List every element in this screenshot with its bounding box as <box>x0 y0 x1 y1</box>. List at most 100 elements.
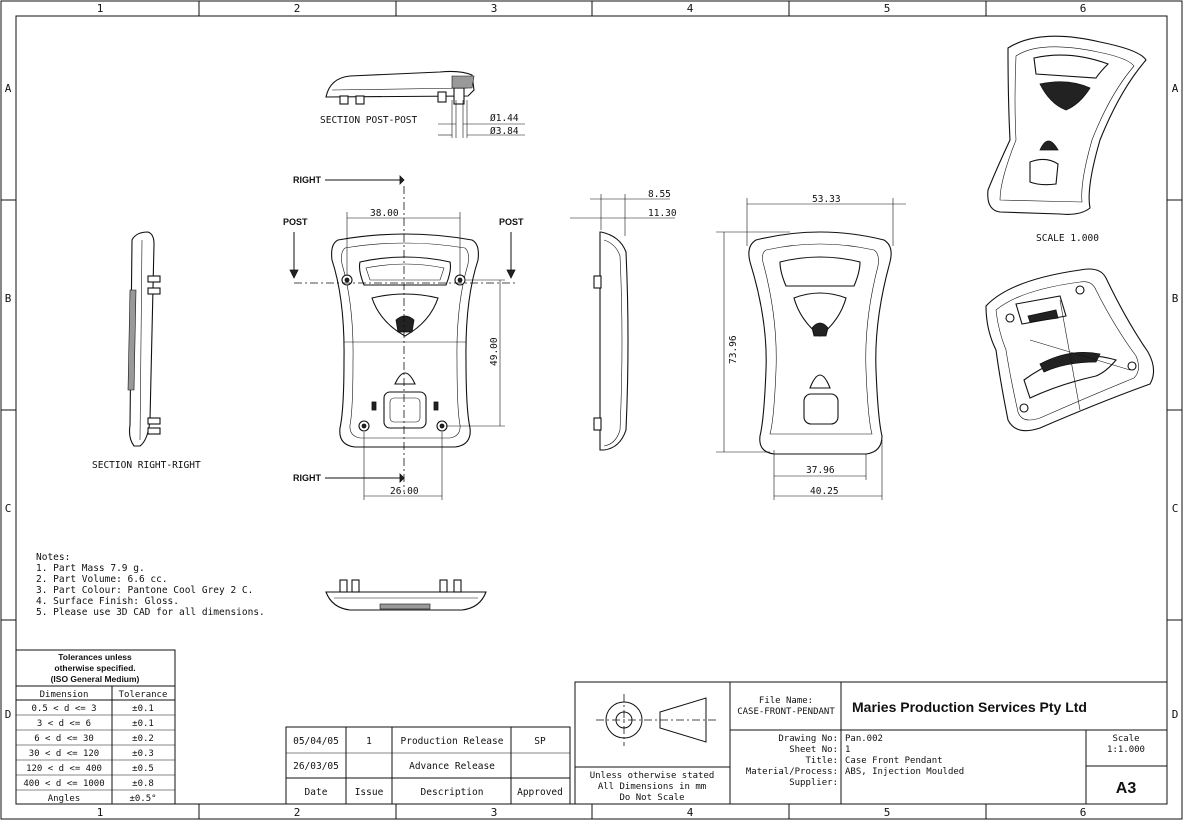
dim-rear-height: 73.96 <box>728 335 739 364</box>
tol-row-4-dim: 30 < d <= 120 <box>29 749 99 759</box>
bottom-view <box>325 579 487 611</box>
projection-block: Unless otherwise stated All Dimensions i… <box>574 681 731 805</box>
side-view: 8.55 11.30 <box>570 189 677 451</box>
tol-title-2: otherwise specified. <box>54 663 135 673</box>
dim-rear-bottom-a: 37.96 <box>806 465 835 476</box>
zone-row-b-left: B <box>5 292 12 305</box>
dim-hole-small: Ø1.44 <box>490 113 519 124</box>
zone-col-5-bottom: 5 <box>884 806 891 819</box>
zone-col-4-top: 4 <box>687 2 694 15</box>
value-sheet-no: 1 <box>845 745 850 755</box>
zone-col-6-top: 6 <box>1080 2 1087 15</box>
zone-col-4-bottom: 4 <box>687 806 694 819</box>
zone-row-b-right: B <box>1172 292 1179 305</box>
rev-row-1-desc: Production Release <box>401 736 504 747</box>
dim-post-height: 49.00 <box>489 337 500 366</box>
tol-row-2-tol: ±0.1 <box>132 719 154 729</box>
section-right-label: SECTION RIGHT-RIGHT <box>92 460 201 471</box>
zone-col-2-top: 2 <box>294 2 301 15</box>
zone-col-2-bottom: 2 <box>294 806 301 819</box>
rear-view: 53.33 73.96 37.96 40.25 <box>716 194 906 500</box>
dim-post-span: 38.00 <box>370 208 399 219</box>
projection-note-1: Unless otherwise stated <box>590 771 715 781</box>
tol-header-tolerance: Tolerance <box>119 690 168 700</box>
section-right-view: SECTION RIGHT-RIGHT <box>92 231 201 471</box>
tol-row-2-dim: 3 < d <= 6 <box>37 719 91 729</box>
zone-row-d-left: D <box>5 708 12 721</box>
tol-row-3-dim: 6 < d <= 30 <box>34 734 94 744</box>
company-name: Maries Production Services Pty Ltd <box>852 699 1087 715</box>
rev-row-1-date: 05/04/05 <box>293 736 339 747</box>
dim-rear-width: 53.33 <box>812 194 841 205</box>
label-supplier: Supplier: <box>789 778 838 788</box>
file-name-label: File Name: <box>759 696 813 706</box>
tol-row-4-tol: ±0.3 <box>132 749 154 759</box>
dim-side-a: 8.55 <box>648 189 671 200</box>
sheet-size: A3 <box>1116 780 1137 797</box>
value-drawing-no: Pan.002 <box>845 734 883 744</box>
tol-row-6-tol: ±0.8 <box>132 779 154 789</box>
tol-title-1: Tolerances unless <box>58 652 132 662</box>
label-drawing-no: Drawing No: <box>778 734 838 744</box>
tol-row-1-dim: 0.5 < d <= 3 <box>31 704 96 714</box>
rev-row-2-desc: Advance Release <box>409 761 495 772</box>
dim-side-b: 11.30 <box>648 208 677 219</box>
value-material: ABS, Injection Moulded <box>845 767 964 777</box>
zone-row-a-right: A <box>1172 82 1179 95</box>
file-name-value: CASE-FRONT-PENDANT <box>737 707 835 717</box>
zone-row-c-right: C <box>1172 502 1179 515</box>
zone-row-d-right: D <box>1172 708 1179 721</box>
tol-row-3-tol: ±0.2 <box>132 734 154 744</box>
dim-rear-bottom-b: 40.25 <box>810 486 839 497</box>
value-title: Case Front Pendant <box>845 756 943 766</box>
zone-col-5-top: 5 <box>884 2 891 15</box>
scale-label: Scale <box>1112 734 1139 744</box>
title-block: File Name: CASE-FRONT-PENDANT Maries Pro… <box>729 681 1168 805</box>
zone-row-a-left: A <box>5 82 12 95</box>
revision-table: 05/04/05 1 Production Release SP 26/03/0… <box>285 726 571 805</box>
callout-right-bottom: RIGHT <box>293 473 322 483</box>
tol-row-7-dim: Angles <box>48 794 81 804</box>
note-5: 5. Please use 3D CAD for all dimensions. <box>36 607 265 618</box>
iso-view-front: SCALE 1.000 <box>987 35 1147 244</box>
note-1: 1. Part Mass 7.9 g. <box>36 563 145 574</box>
tol-header-dimension: Dimension <box>40 690 89 700</box>
zone-row-c-left: C <box>5 502 12 515</box>
label-title: Title: <box>805 756 838 766</box>
tol-row-1-tol: ±0.1 <box>132 704 154 714</box>
section-post-view: SECTION POST-POST Ø1.44 Ø3.84 <box>320 70 525 138</box>
rev-header-description: Description <box>421 787 484 798</box>
rev-row-1-issue: 1 <box>366 736 372 747</box>
zone-col-3-top: 3 <box>491 2 498 15</box>
rev-header-date: Date <box>305 787 328 798</box>
zone-col-3-bottom: 3 <box>491 806 498 819</box>
iso-scale-label: SCALE 1.000 <box>1036 233 1099 244</box>
scale-value: 1:1.000 <box>1107 745 1145 755</box>
zone-col-1-top: 1 <box>97 2 104 15</box>
dim-hole-large: Ø3.84 <box>490 126 519 137</box>
zone-col-1-bottom: 1 <box>97 806 104 819</box>
callout-right-top: RIGHT <box>293 175 322 185</box>
sheet-inner-border <box>15 15 1168 805</box>
note-4: 4. Surface Finish: Gloss. <box>36 596 179 607</box>
rev-row-1-approved: SP <box>534 736 546 747</box>
iso-view-back <box>985 268 1155 432</box>
callout-post-left: POST <box>283 217 308 227</box>
callout-post-right: POST <box>499 217 524 227</box>
rev-header-issue: Issue <box>355 787 384 798</box>
notes-block: Notes: 1. Part Mass 7.9 g. 2. Part Volum… <box>36 552 265 618</box>
tol-row-5-dim: 120 < d <= 400 <box>26 764 102 774</box>
projection-note-3: Do Not Scale <box>619 793 684 803</box>
dim-bottom-span: 26.00 <box>390 486 419 497</box>
note-3: 3. Part Colour: Pantone Cool Grey 2 C. <box>36 585 253 596</box>
tol-row-5-tol: ±0.5 <box>132 764 154 774</box>
front-view: RIGHT RIGHT POST POST 38.00 49.00 26.00 <box>283 175 524 500</box>
tol-title-3: (ISO General Medium) <box>51 674 140 684</box>
label-sheet-no: Sheet No: <box>789 745 838 755</box>
notes-heading: Notes: <box>36 552 70 563</box>
rev-row-2-date: 26/03/05 <box>293 761 339 772</box>
rev-header-approved: Approved <box>517 787 563 798</box>
tolerance-table: Tolerances unless otherwise specified. (… <box>15 649 176 805</box>
